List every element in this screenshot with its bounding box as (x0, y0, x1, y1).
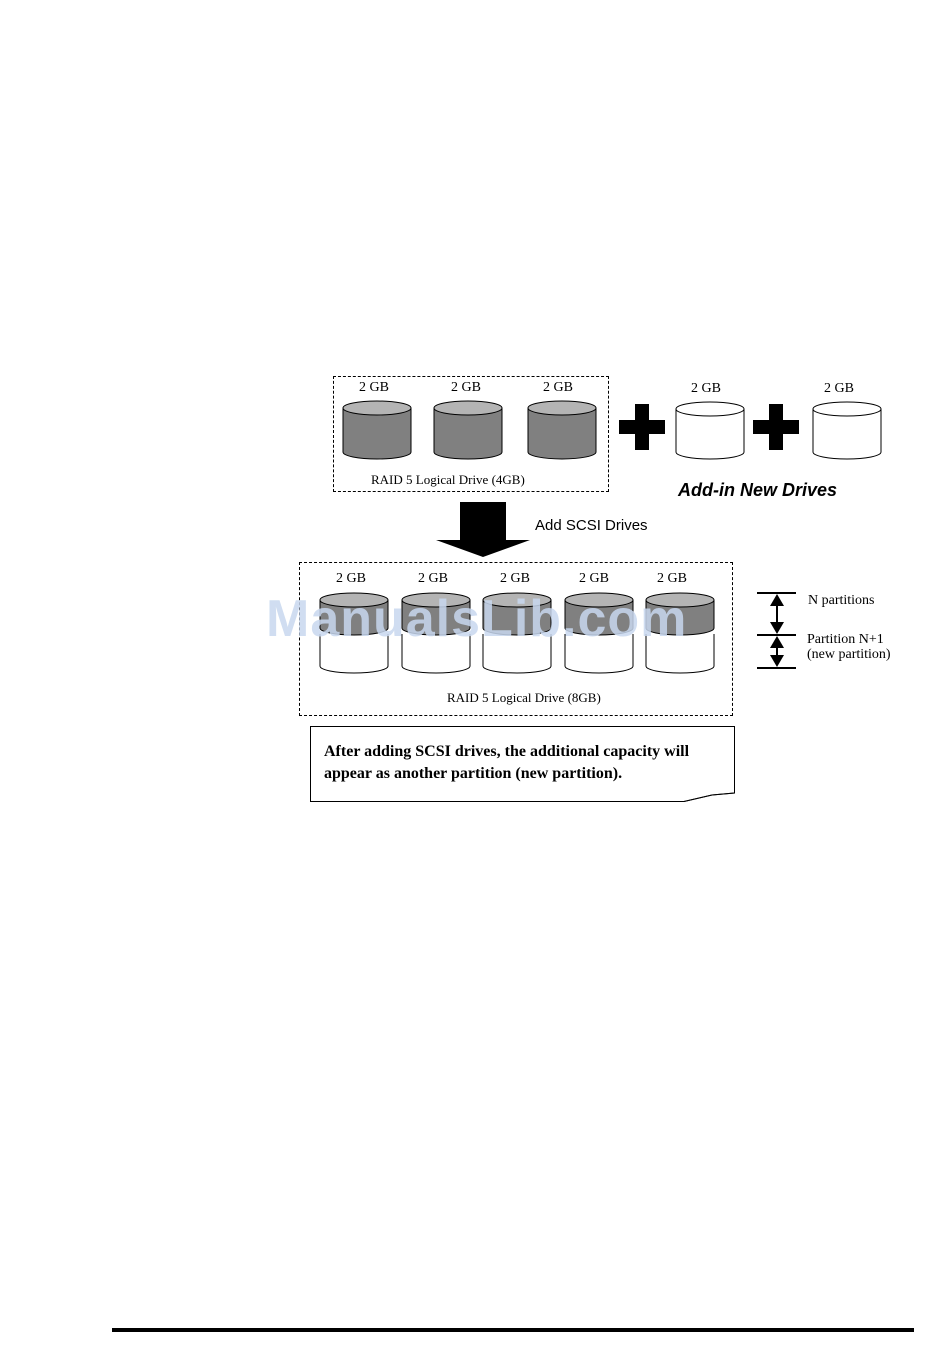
watermark: ManualsLib.com (266, 589, 687, 649)
partition-legend-marker (757, 593, 796, 668)
footer-rule (112, 1328, 914, 1332)
plus-icon (753, 404, 799, 450)
drive-icon (434, 401, 502, 459)
drive-icon (343, 401, 411, 459)
drive-icon (528, 401, 596, 459)
plus-icon (619, 404, 665, 450)
drive-icon (676, 402, 744, 459)
arrow-down-icon (436, 502, 530, 557)
note-text: After adding SCSI drives, the additional… (324, 741, 734, 785)
drive-icon (813, 402, 881, 459)
